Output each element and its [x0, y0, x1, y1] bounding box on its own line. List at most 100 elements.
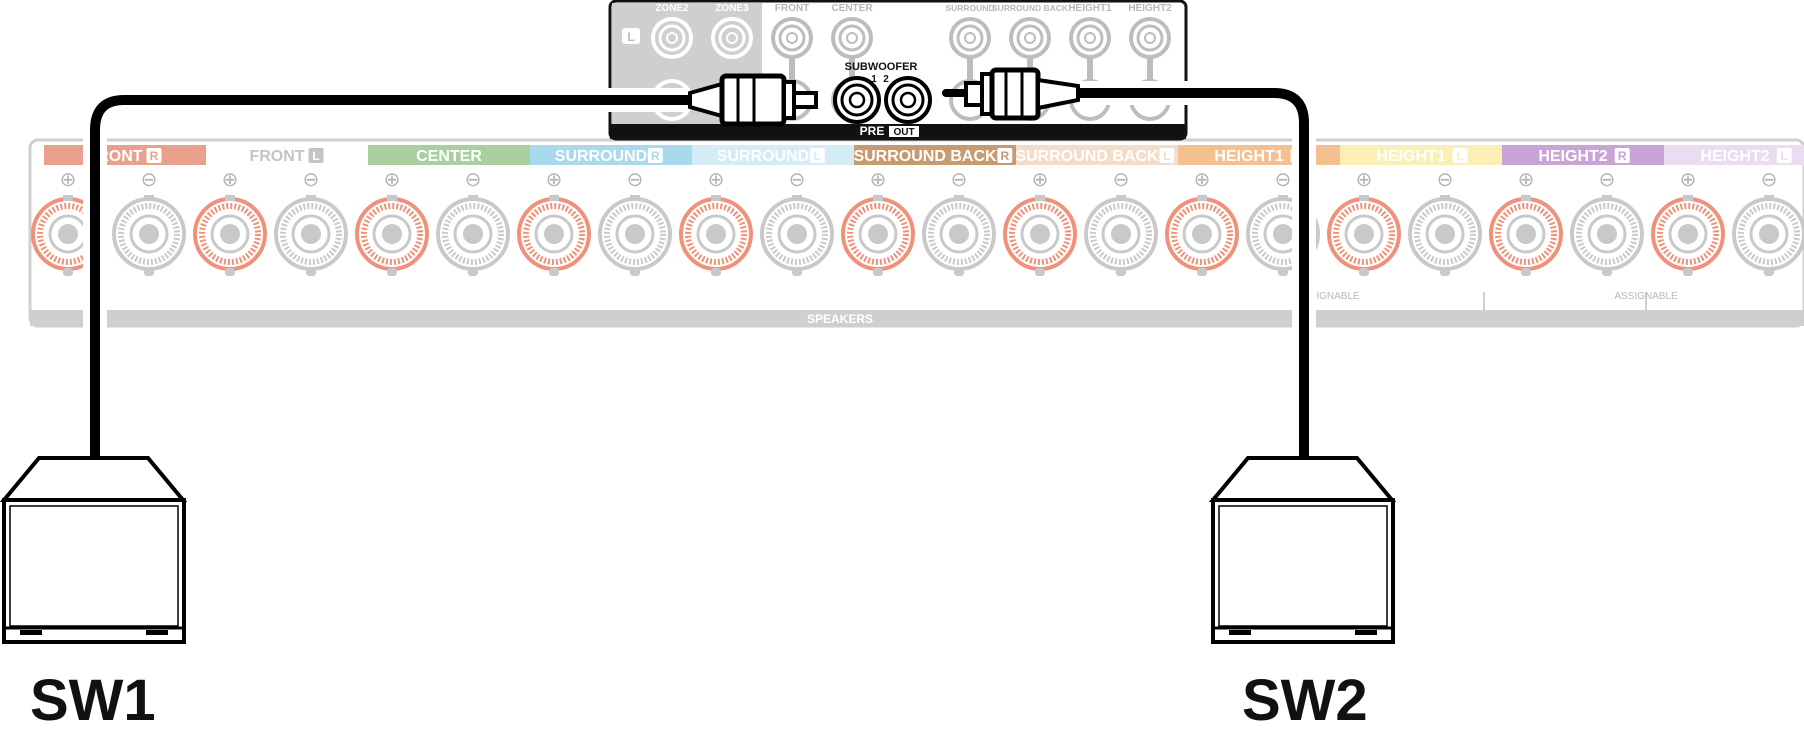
subwoofer-sw2 [1208, 456, 1397, 644]
preout-channel-label: SURROUND [945, 3, 994, 13]
minus-symbol: ⊖ [951, 169, 968, 191]
terminal-plus: ⊕ [355, 169, 429, 276]
channel-header: FRONT L [249, 148, 324, 165]
terminal-plus: ⊕ [1003, 169, 1077, 276]
terminal-plus: ⊕ [193, 169, 267, 276]
plus-symbol: ⊕ [1680, 169, 1697, 191]
assignable-label: ASSIGNABLE [1614, 291, 1678, 302]
subwoofer-number-1: 1 [871, 74, 877, 85]
channel-side: L [312, 149, 319, 163]
terminal-minus: ⊖ [598, 169, 672, 276]
speakers-footer-label: SPEAKERS [807, 312, 873, 326]
terminal-minus: ⊖ [760, 169, 834, 276]
subwoofer-jack-2 [884, 76, 932, 124]
channel-header: SURROUND BACK L [1015, 145, 1178, 165]
plus-symbol: ⊕ [60, 169, 77, 191]
terminal-plus: ⊕ [1489, 169, 1563, 276]
channel-header: HEIGHT2 R [1502, 145, 1664, 165]
channel-side: R [150, 149, 159, 163]
preout-channel-label: FRONT [775, 3, 809, 14]
minus-symbol: ⊖ [1761, 169, 1778, 191]
channel-name: FRONT [249, 148, 304, 165]
channel-name: SURROUND BACK [1015, 148, 1159, 165]
channel-side: L [1163, 149, 1170, 163]
zone-label: ZONE2 [655, 3, 689, 14]
minus-symbol: ⊖ [1599, 169, 1616, 191]
zone-label: ZONE3 [715, 3, 749, 14]
channel-header: SURROUND R [530, 145, 692, 165]
zone-side-badge-text: L [627, 30, 634, 44]
terminal-minus: ⊖ [1732, 169, 1804, 276]
channel-side: L [1457, 149, 1464, 163]
cables [83, 81, 1316, 458]
terminal-minus: ⊖ [1084, 169, 1158, 276]
channel-header: CENTER [368, 145, 530, 165]
terminal-minus: ⊖ [922, 169, 996, 276]
minus-symbol: ⊖ [1113, 169, 1130, 191]
channel-side: L [1781, 149, 1788, 163]
plus-symbol: ⊕ [1194, 169, 1211, 191]
channel-side: R [1000, 149, 1009, 163]
plus-symbol: ⊕ [870, 169, 887, 191]
cable-sw1 [90, 95, 688, 458]
subwoofer-sw1 [0, 456, 188, 644]
terminal-minus: ⊖ [436, 169, 510, 276]
plus-symbol: ⊕ [1032, 169, 1049, 191]
minus-symbol: ⊖ [303, 169, 320, 191]
plus-symbol: ⊕ [1518, 169, 1535, 191]
terminal-plus: ⊕ [517, 169, 591, 276]
terminal-plus: ⊕ [679, 169, 753, 276]
channel-name: HEIGHT2 [1538, 148, 1607, 165]
subwoofer-title: SUBWOOFER [845, 61, 918, 73]
preout-channel-label: SURROUND BACK [992, 3, 1069, 13]
subwoofer-label-sw2: SW2 [1242, 668, 1368, 733]
channel-side: L [814, 149, 821, 163]
subwoofer-jack-1 [833, 76, 881, 124]
minus-symbol: ⊖ [627, 169, 644, 191]
channel-side: R [651, 149, 660, 163]
plus-symbol: ⊕ [384, 169, 401, 191]
channel-name: SURROUND BACK [853, 148, 997, 165]
preout-channel-label: CENTER [831, 3, 873, 14]
terminal-plus: ⊕ [1651, 169, 1725, 276]
preout-footer-out: OUT [893, 127, 914, 138]
terminal-minus: ⊖ [1408, 169, 1482, 276]
preout-channel-label: HEIGHT1 [1068, 3, 1112, 14]
terminal-minus: ⊖ [112, 169, 186, 276]
plus-symbol: ⊕ [222, 169, 239, 191]
minus-symbol: ⊖ [465, 169, 482, 191]
zone-side-badge [622, 28, 640, 44]
rca-plug-left [688, 73, 818, 127]
terminal-minus: ⊖ [274, 169, 348, 276]
channel-name: HEIGHT2 [1700, 148, 1769, 165]
terminal-plus: ⊕ [841, 169, 915, 276]
rca-plug-right [942, 67, 1080, 121]
minus-symbol: ⊖ [1437, 169, 1454, 191]
preout-jack: HEIGHT1 [1068, 3, 1112, 121]
speakers-footer-bar [30, 310, 1804, 326]
preout-footer-pre: PRE [860, 124, 885, 138]
channel-header: HEIGHT2 L [1664, 145, 1804, 165]
terminal-plus: ⊕ [1327, 169, 1401, 276]
minus-symbol: ⊖ [1275, 169, 1292, 191]
minus-symbol: ⊖ [141, 169, 158, 191]
channel-name: HEIGHT1 [1214, 148, 1283, 165]
channel-name: SURROUND [717, 148, 809, 165]
subwoofer-number-2: 2 [883, 74, 889, 85]
minus-symbol: ⊖ [789, 169, 806, 191]
channel-header: SURROUND L [692, 145, 854, 165]
terminal-plus: ⊕ [1165, 169, 1239, 276]
preout-footer-out-box [889, 126, 919, 137]
channel-name: SURROUND [555, 148, 647, 165]
channel-side: R [1618, 149, 1627, 163]
channel-name: CENTER [416, 148, 482, 165]
cable-sw2 [1075, 88, 1309, 458]
plus-symbol: ⊕ [546, 169, 563, 191]
subwoofer-label-sw1: SW1 [30, 668, 156, 733]
